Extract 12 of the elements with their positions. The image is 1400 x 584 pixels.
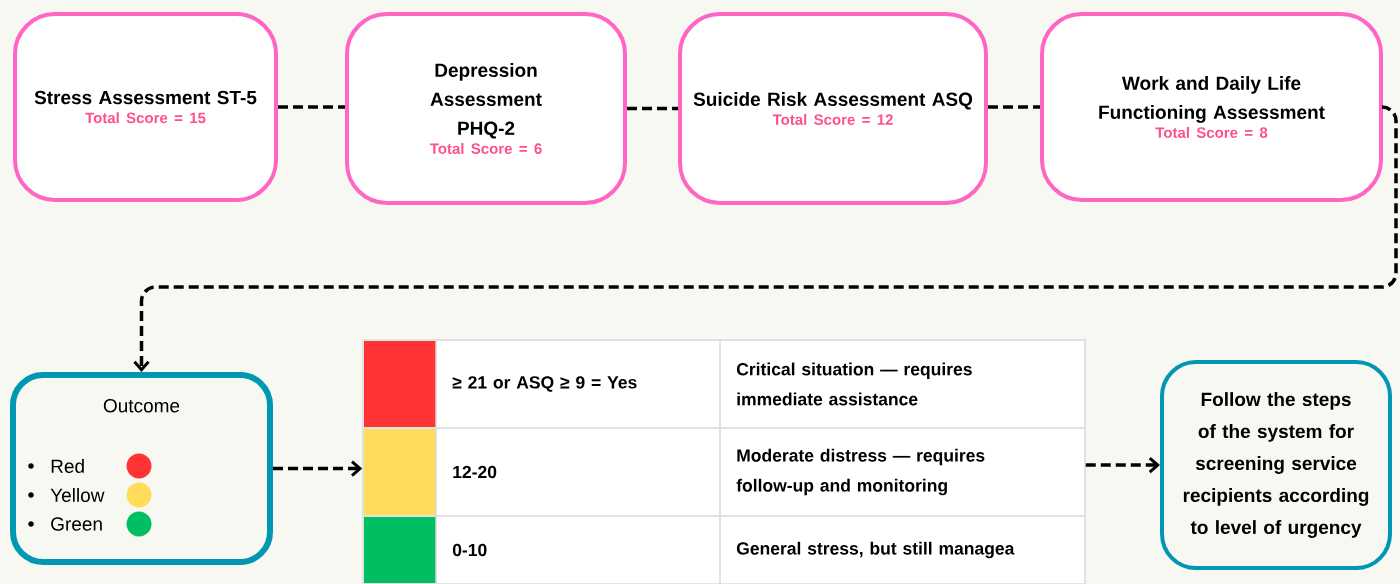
assessment-box: Suicide Risk Assessment ASQ Total Score = 12 [678, 12, 988, 205]
connector-arrow [273, 460, 363, 477]
assessment-box: Work and Daily Life Functioning Assessment Total Score = 8 [1040, 12, 1383, 202]
connector-arrow [133, 105, 1398, 372]
legend-item: Green [51, 517, 102, 531]
assessment-box: Stress Assessment ST-5 Total Score = 15 [13, 12, 278, 202]
connector-arrow [1085, 456, 1160, 474]
score-table: ≥ 21 or ASQ ≥ 9 = Yes Critical situation — requires immediate assistance 12-20 Moderate distress — requires follow-up and monitoring 0-10 General stress, but still managea [362, 339, 1086, 584]
legend-item: Red [51, 459, 84, 473]
legend-item: Yellow [50, 488, 105, 502]
assessment-box: Depression Assessment PHQ-2 Total Score = 6 [345, 12, 627, 205]
action-box: Follow the steps of the system for screening service recipients according to level of urgency [1160, 360, 1392, 570]
